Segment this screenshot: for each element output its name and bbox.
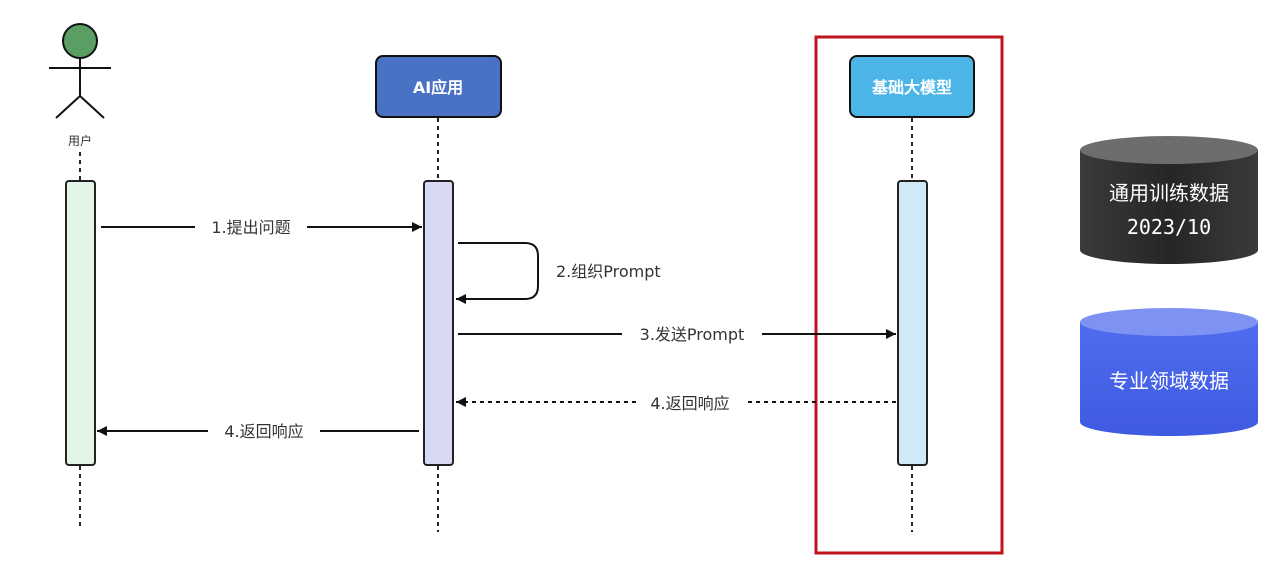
database-top-icon: [1080, 136, 1258, 164]
actor-label-user: 用户: [68, 133, 92, 148]
actor-user: 用户: [49, 23, 111, 148]
database-general-training: 通用训练数据 2023/10: [1080, 136, 1258, 264]
actor-head-icon: [62, 23, 98, 59]
highlight-box: [814, 35, 1004, 555]
database-label-2: 专业领域数据: [1109, 369, 1229, 393]
participant-label-llm: 基础大模型: [871, 78, 952, 97]
activation-llm: [897, 180, 928, 466]
participant-ai-app: AI应用: [375, 55, 502, 118]
database-domain-data: 专业领域数据: [1080, 308, 1258, 436]
message-label-2: 2.组织Prompt: [556, 262, 661, 281]
message-3: 3.发送Prompt: [458, 325, 896, 344]
database-date-1: 2023/10: [1127, 215, 1211, 239]
message-1: 1.提出问题: [101, 218, 422, 237]
message-2: 2.组织Prompt: [456, 242, 661, 304]
message-label-1: 1.提出问题: [211, 218, 290, 237]
message-label-5: 4.返回响应: [224, 422, 303, 441]
message-4: 4.返回响应: [456, 394, 896, 413]
database-label-1: 通用训练数据: [1109, 181, 1229, 205]
activation-app: [423, 180, 454, 466]
activation-user: [65, 180, 96, 466]
participant-llm: 基础大模型: [849, 55, 975, 118]
participant-label-app: AI应用: [413, 78, 463, 97]
database-top-icon: [1080, 308, 1258, 336]
message-5: 4.返回响应: [97, 422, 419, 441]
message-label-4: 4.返回响应: [650, 394, 729, 413]
message-label-3: 3.发送Prompt: [640, 325, 745, 344]
